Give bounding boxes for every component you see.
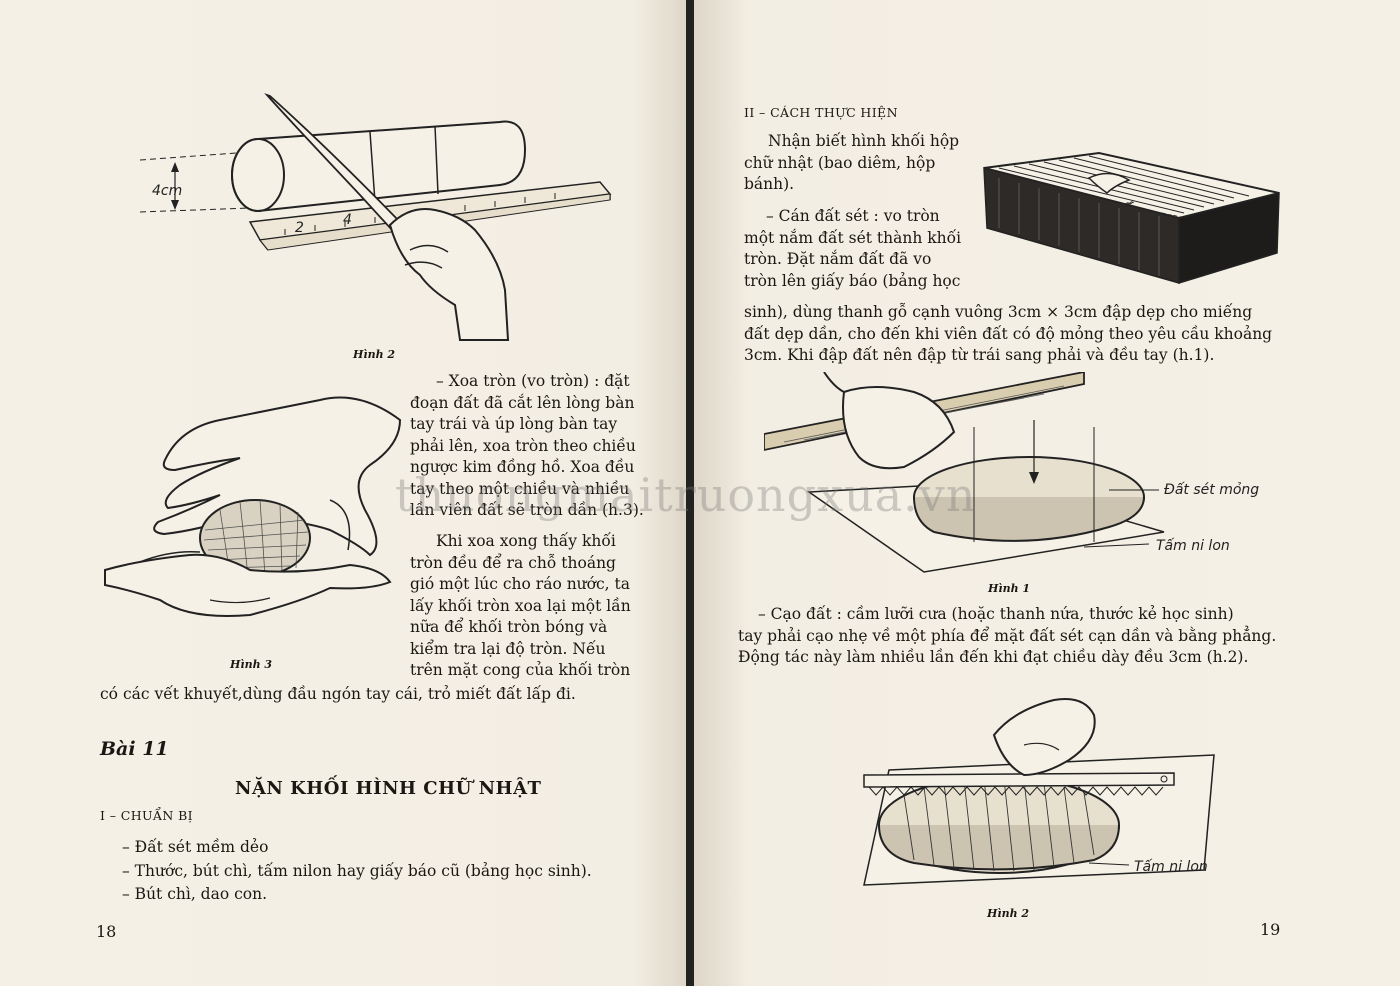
right-page: II – CÁCH THỰC HIỆN Nhận biết hình khối … [694, 0, 1400, 986]
figure-caption-hinh2-left: Hình 2 [353, 348, 396, 361]
can-dat-full-line: đất dẹp dần, cho đến khi viên đất có độ … [744, 324, 1273, 343]
intro-line: Nhận biết hình khối hộp [768, 132, 960, 150]
figure-matchbox: THỐNG NHẤT [983, 151, 1280, 285]
left-page: 4cm 2 4 Hình 2 [0, 0, 688, 986]
can-dat-paragraph: – Cán đất sét : vo tròn một nắm đất sét … [744, 206, 974, 292]
fig1-label-tam-ni-lon: Tấm ni lon [1156, 538, 1230, 554]
intro-paragraph: Nhận biết hình khối hộp chữ nhật (bao di… [744, 131, 974, 196]
cao-dat-line: Động tác này làm nhiều lần đến khi đạt c… [738, 648, 1249, 666]
xoa-tron-line: ngược kim đồng hồ. Xoa đều [410, 458, 635, 476]
ruler-mark-2: 2 [295, 220, 304, 236]
khi-xoa-line: trên mặt cong của khối tròn [410, 661, 631, 679]
xoa-tron-paragraph: – Xoa tròn (vo tròn) : đặt đoạn đất đã c… [410, 371, 645, 522]
khi-xoa-line: tròn đều để ra chỗ thoáng [410, 553, 616, 572]
book-gutter [686, 0, 696, 986]
xoa-tron-line: tay theo một chiều và nhiều [410, 479, 630, 498]
khi-xoa-line: kiểm tra lại độ tròn. Nếu [410, 639, 606, 658]
can-dat-full-line: sinh), dùng thanh gỗ cạnh vuông 3cm × 3c… [744, 303, 1253, 321]
section-chuan-bi: I – CHUẨN BỊ [100, 808, 193, 823]
cao-dat-line: tay phải cạo nhẹ về một phía để mặt đất … [738, 626, 1277, 645]
figure-flattening-clay: Đất sét mỏng Tấm ni lon [764, 372, 1259, 573]
figure-caption-hinh2-right: Hình 2 [987, 907, 1030, 920]
lesson-title: NẶN KHỐI HÌNH CHỮ NHẬT [235, 778, 542, 799]
can-dat-line: tròn. Đặt nắm đất đã vo [744, 250, 932, 268]
figure-label-4cm: 4cm [152, 183, 182, 199]
can-dat-line: tròn lên giấy báo (bảng học [744, 271, 961, 290]
khi-xoa-line: lấy khối tròn xoa lại một lần [410, 596, 631, 615]
figure-hands-rolling-ball [104, 396, 402, 617]
figure-cylinder-cutting: 4cm 2 4 [139, 93, 612, 341]
figure-scraping-clay: Tấm ni lon [863, 698, 1215, 886]
material-item: – Đất sét mềm dẻo [122, 838, 269, 856]
can-dat-full-line: 3cm. Khi đập đất nên đập từ trái sang ph… [744, 346, 1215, 364]
khi-xoa-line: gió một lúc cho ráo nước, ta [410, 575, 631, 593]
xoa-tron-line: – Xoa tròn (vo tròn) : đặt [436, 372, 630, 390]
khi-xoa-line: nữa để khối tròn bóng và [410, 618, 608, 636]
material-item: – Bút chì, dao con. [122, 885, 268, 903]
page-number-left: 18 [96, 922, 117, 941]
cao-dat-paragraph: – Cạo đất : cầm lưỡi cưa (hoặc thanh nứa… [738, 604, 1298, 669]
can-dat-line: một nắm đất sét thành khối [744, 228, 962, 247]
khi-xoa-paragraph: Khi xoa xong thấy khối tròn đều để ra ch… [410, 531, 645, 682]
khi-xoa-line: Khi xoa xong thấy khối [436, 532, 616, 550]
xoa-tron-line: tay trái và úp lòng bàn tay [410, 415, 618, 433]
cao-dat-line: – Cạo đất : cầm lưỡi cưa (hoặc thanh nứa… [758, 605, 1234, 623]
figure-caption-hinh1: Hình 1 [988, 582, 1031, 595]
material-item: – Thước, bút chì, tấm nilon hay giấy báo… [122, 862, 592, 880]
lesson-number: Bài 11 [100, 738, 169, 760]
intro-line: bánh). [744, 175, 795, 193]
watermark: thuongmaitruongxua.vn [395, 468, 977, 522]
xoa-tron-line: phải lên, xoa tròn theo chiều [410, 436, 636, 455]
page-number-right: 19 [1260, 920, 1281, 939]
xoa-tron-line: lần viên đất sẽ tròn dần (h.3). [410, 501, 644, 519]
fig2-label-tam-ni-lon: Tấm ni lon [1134, 859, 1208, 875]
ruler-mark-4: 4 [343, 212, 352, 228]
continuation-line: có các vết khuyết,dùng đầu ngón tay cái,… [100, 685, 576, 703]
figure-caption-hinh3: Hình 3 [230, 658, 273, 671]
xoa-tron-line: đoạn đất đã cắt lên lòng bàn [410, 393, 635, 412]
can-dat-line: – Cán đất sét : vo tròn [766, 207, 940, 225]
section-cach-thuc-hien: II – CÁCH THỰC HIỆN [744, 105, 898, 120]
fig1-label-dat-set-mong: Đất sét mỏng [1164, 482, 1259, 498]
intro-line: chữ nhật (bao diêm, hộp [744, 153, 936, 172]
can-dat-full-paragraph: sinh), dùng thanh gỗ cạnh vuông 3cm × 3c… [744, 302, 1284, 367]
